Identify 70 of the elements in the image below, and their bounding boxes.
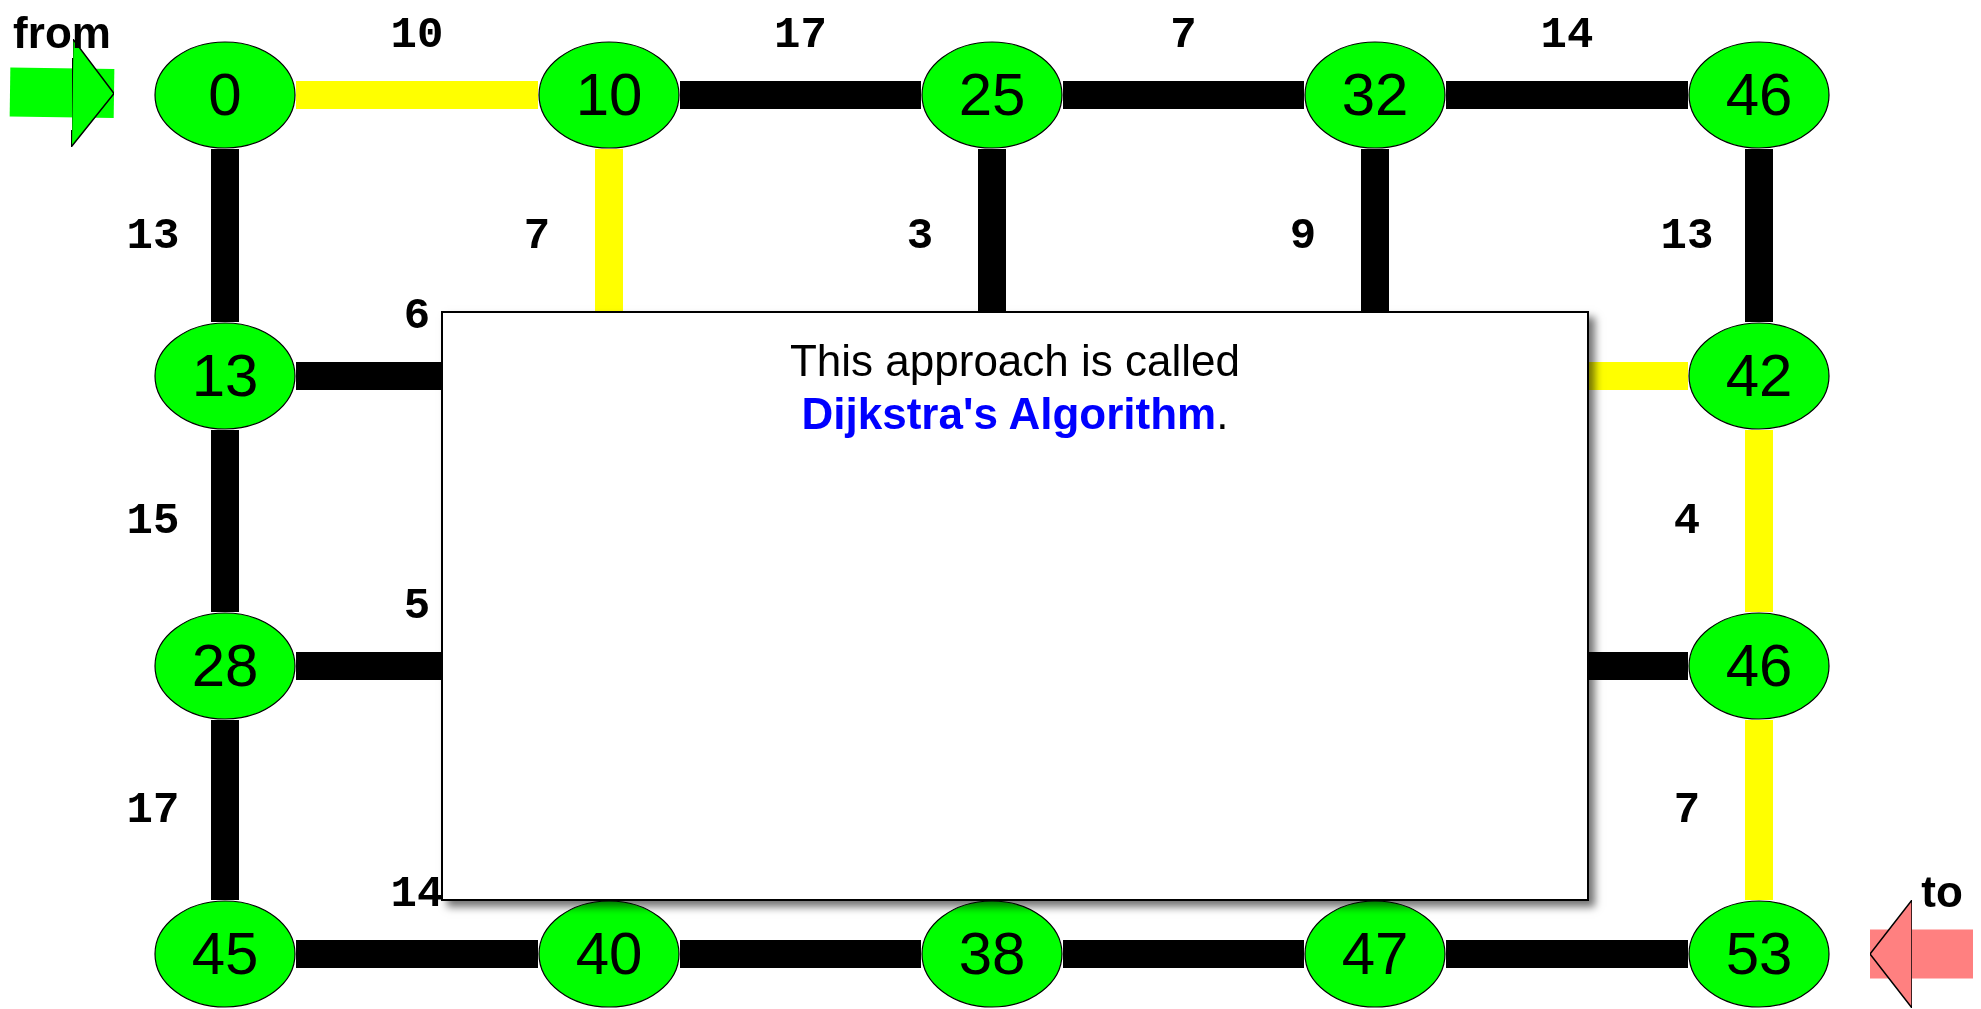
edge-weight: 7 bbox=[523, 213, 551, 258]
distance-node bbox=[538, 900, 680, 1008]
distance-value: 38 bbox=[958, 924, 1026, 984]
distance-node bbox=[1304, 900, 1446, 1008]
distance-value: 0 bbox=[208, 65, 242, 125]
distance-value: 40 bbox=[575, 924, 643, 984]
road-line bbox=[211, 430, 239, 612]
edge-weight: 10 bbox=[390, 13, 444, 57]
distance-value: 42 bbox=[1725, 346, 1793, 406]
distance-value: 45 bbox=[191, 924, 259, 984]
road-line bbox=[296, 81, 538, 109]
road-line bbox=[680, 81, 921, 109]
distance-node bbox=[1688, 41, 1830, 149]
road-line bbox=[296, 652, 441, 680]
distance-node bbox=[1688, 900, 1830, 1008]
distance-node bbox=[921, 41, 1063, 149]
road-line bbox=[1446, 81, 1688, 109]
edge-weight: 13 bbox=[126, 213, 180, 258]
road-line bbox=[978, 149, 1006, 311]
road-line bbox=[1361, 149, 1389, 311]
road-line bbox=[595, 149, 623, 311]
road-line bbox=[296, 940, 538, 968]
distance-node bbox=[1688, 322, 1830, 430]
popup-text: This approach is called Dijkstra's Algorithm. bbox=[789, 335, 1241, 440]
road-line bbox=[1063, 81, 1304, 109]
edge-weight: 3 bbox=[906, 213, 934, 258]
arrow-label: to bbox=[1921, 870, 1963, 914]
edge-weight: 17 bbox=[126, 788, 180, 832]
distance-node bbox=[1688, 612, 1830, 720]
road-line bbox=[211, 720, 239, 900]
distance-value: 46 bbox=[1725, 636, 1793, 696]
road-line bbox=[1745, 149, 1773, 322]
distance-value: 47 bbox=[1341, 924, 1409, 984]
edge-weight: 15 bbox=[126, 499, 180, 543]
distance-node bbox=[921, 900, 1063, 1008]
road-line bbox=[211, 149, 239, 322]
edge-weight: 4 bbox=[1673, 499, 1701, 543]
edge-weight: 9 bbox=[1289, 213, 1317, 258]
edge-weight: 7 bbox=[1673, 788, 1701, 832]
edge-weight: 6 bbox=[403, 294, 431, 338]
distance-node bbox=[154, 322, 296, 430]
block-arrow bbox=[9, 38, 115, 148]
distance-value: 13 bbox=[191, 346, 259, 406]
distance-value: 28 bbox=[191, 636, 259, 696]
road-line bbox=[1063, 940, 1304, 968]
road-line bbox=[296, 362, 441, 390]
edge-weight: 14 bbox=[390, 872, 444, 916]
edge-weight: 17 bbox=[774, 13, 827, 57]
distance-value: 10 bbox=[575, 65, 643, 125]
distance-value: 46 bbox=[1725, 65, 1793, 125]
distance-node bbox=[154, 41, 296, 149]
distance-node bbox=[154, 612, 296, 720]
road-line bbox=[680, 940, 921, 968]
road-line bbox=[1745, 720, 1773, 900]
road-line bbox=[1589, 652, 1688, 680]
distance-node bbox=[538, 41, 680, 149]
arrow-label: from bbox=[13, 11, 111, 55]
edge-weight: 13 bbox=[1660, 213, 1714, 258]
block-arrow bbox=[1869, 899, 1973, 1009]
distance-node bbox=[154, 900, 296, 1008]
edge-weight: 14 bbox=[1540, 13, 1594, 57]
distance-value: 32 bbox=[1341, 65, 1409, 125]
edge-weight: 5 bbox=[403, 584, 431, 628]
distance-node bbox=[1304, 41, 1446, 149]
distance-value: 25 bbox=[958, 65, 1026, 125]
info-popup bbox=[441, 311, 1589, 901]
edge-weight: 7 bbox=[1170, 13, 1197, 57]
distance-value: 53 bbox=[1725, 924, 1793, 984]
road-line bbox=[1446, 940, 1688, 968]
road-line bbox=[1745, 430, 1773, 612]
